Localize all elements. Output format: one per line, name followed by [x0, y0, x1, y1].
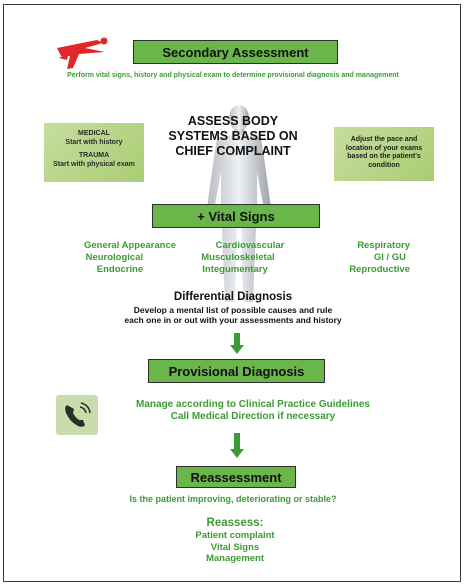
medical-trauma-box: MEDICAL Start with history TRAUMA Start …	[44, 123, 144, 182]
adjust-line: location of your exams	[345, 144, 423, 152]
trauma-title: TRAUMA	[78, 152, 110, 159]
system-label: Neurological	[85, 252, 144, 263]
reassess-title: Reassess:	[206, 517, 264, 529]
medical-title: MEDICAL	[78, 130, 110, 137]
secondary-assessment-box: Secondary Assessment	[133, 40, 338, 64]
arrow-down-icon	[230, 433, 244, 458]
reassessment-title: Reassessment	[190, 469, 282, 485]
differential-line: Develop a mental list of possible causes…	[133, 305, 333, 315]
system-label: General Appearance	[83, 240, 177, 251]
secondary-assessment-title: Secondary Assessment	[162, 44, 309, 60]
reassess-item: Management	[205, 553, 265, 564]
arrow-down-icon	[230, 333, 244, 354]
system-label: Musculoskeletal	[201, 252, 275, 263]
adjust-line: Adjust the pace and	[350, 136, 418, 143]
trauma-text: Start with physical exam	[53, 161, 135, 168]
vital-signs-box: + Vital Signs	[152, 204, 320, 228]
system-label: Endocrine	[96, 264, 144, 275]
vital-signs-title: + Vital Signs	[197, 208, 275, 224]
assess-body-systems-heading: ASSESS BODY SYSTEMS BASED ON CHIEF COMPL…	[158, 114, 308, 159]
provisional-diagnosis-box: Provisional Diagnosis	[148, 359, 325, 383]
system-label: Reproductive	[349, 264, 410, 275]
differential-line: each one in or out with your assessments…	[124, 315, 342, 325]
page-frame	[3, 4, 461, 582]
medical-text: Start with history	[65, 139, 123, 146]
reassessment-question: Is the patient improving, deteriorating …	[129, 494, 337, 504]
system-label: Integumentary	[202, 264, 268, 275]
heading-line: ASSESS BODY	[187, 114, 279, 128]
system-label: GI / GU	[373, 252, 407, 263]
secondary-assessment-subtitle: Perform vital signs, history and physica…	[67, 72, 399, 79]
system-label: Respiratory	[357, 240, 410, 251]
adjust-line: based on the patient's	[347, 153, 421, 160]
adjust-line: condition	[368, 161, 400, 169]
differential-diagnosis-title: Differential Diagnosis	[173, 291, 293, 303]
body-systems-grid: General Appearance Cardiovascular Respir…	[60, 240, 410, 276]
heading-line: CHIEF COMPLAINT	[175, 144, 291, 158]
provisional-diagnosis-title: Provisional Diagnosis	[168, 363, 305, 379]
differential-diagnosis-text: Develop a mental list of possible causes…	[60, 305, 406, 325]
reassess-list: Reassess: Patient complaint Vital Signs …	[130, 516, 340, 565]
instruction-line: Call Medical Direction if necessary	[170, 411, 336, 422]
instruction-line: Manage according to Clinical Practice Gu…	[136, 399, 370, 410]
reassess-item: Patient complaint	[195, 530, 275, 541]
reassessment-box: Reassessment	[176, 466, 296, 488]
system-label: Cardiovascular	[215, 240, 285, 251]
reassess-item: Vital Signs	[210, 541, 260, 553]
phone-icon	[56, 395, 98, 435]
adjust-pace-box: Adjust the pace and location of your exa…	[334, 127, 434, 181]
running-figure-icon	[57, 37, 108, 69]
provisional-instructions: Manage according to Clinical Practice Gu…	[108, 399, 398, 423]
heading-line: SYSTEMS BASED ON	[168, 129, 298, 143]
